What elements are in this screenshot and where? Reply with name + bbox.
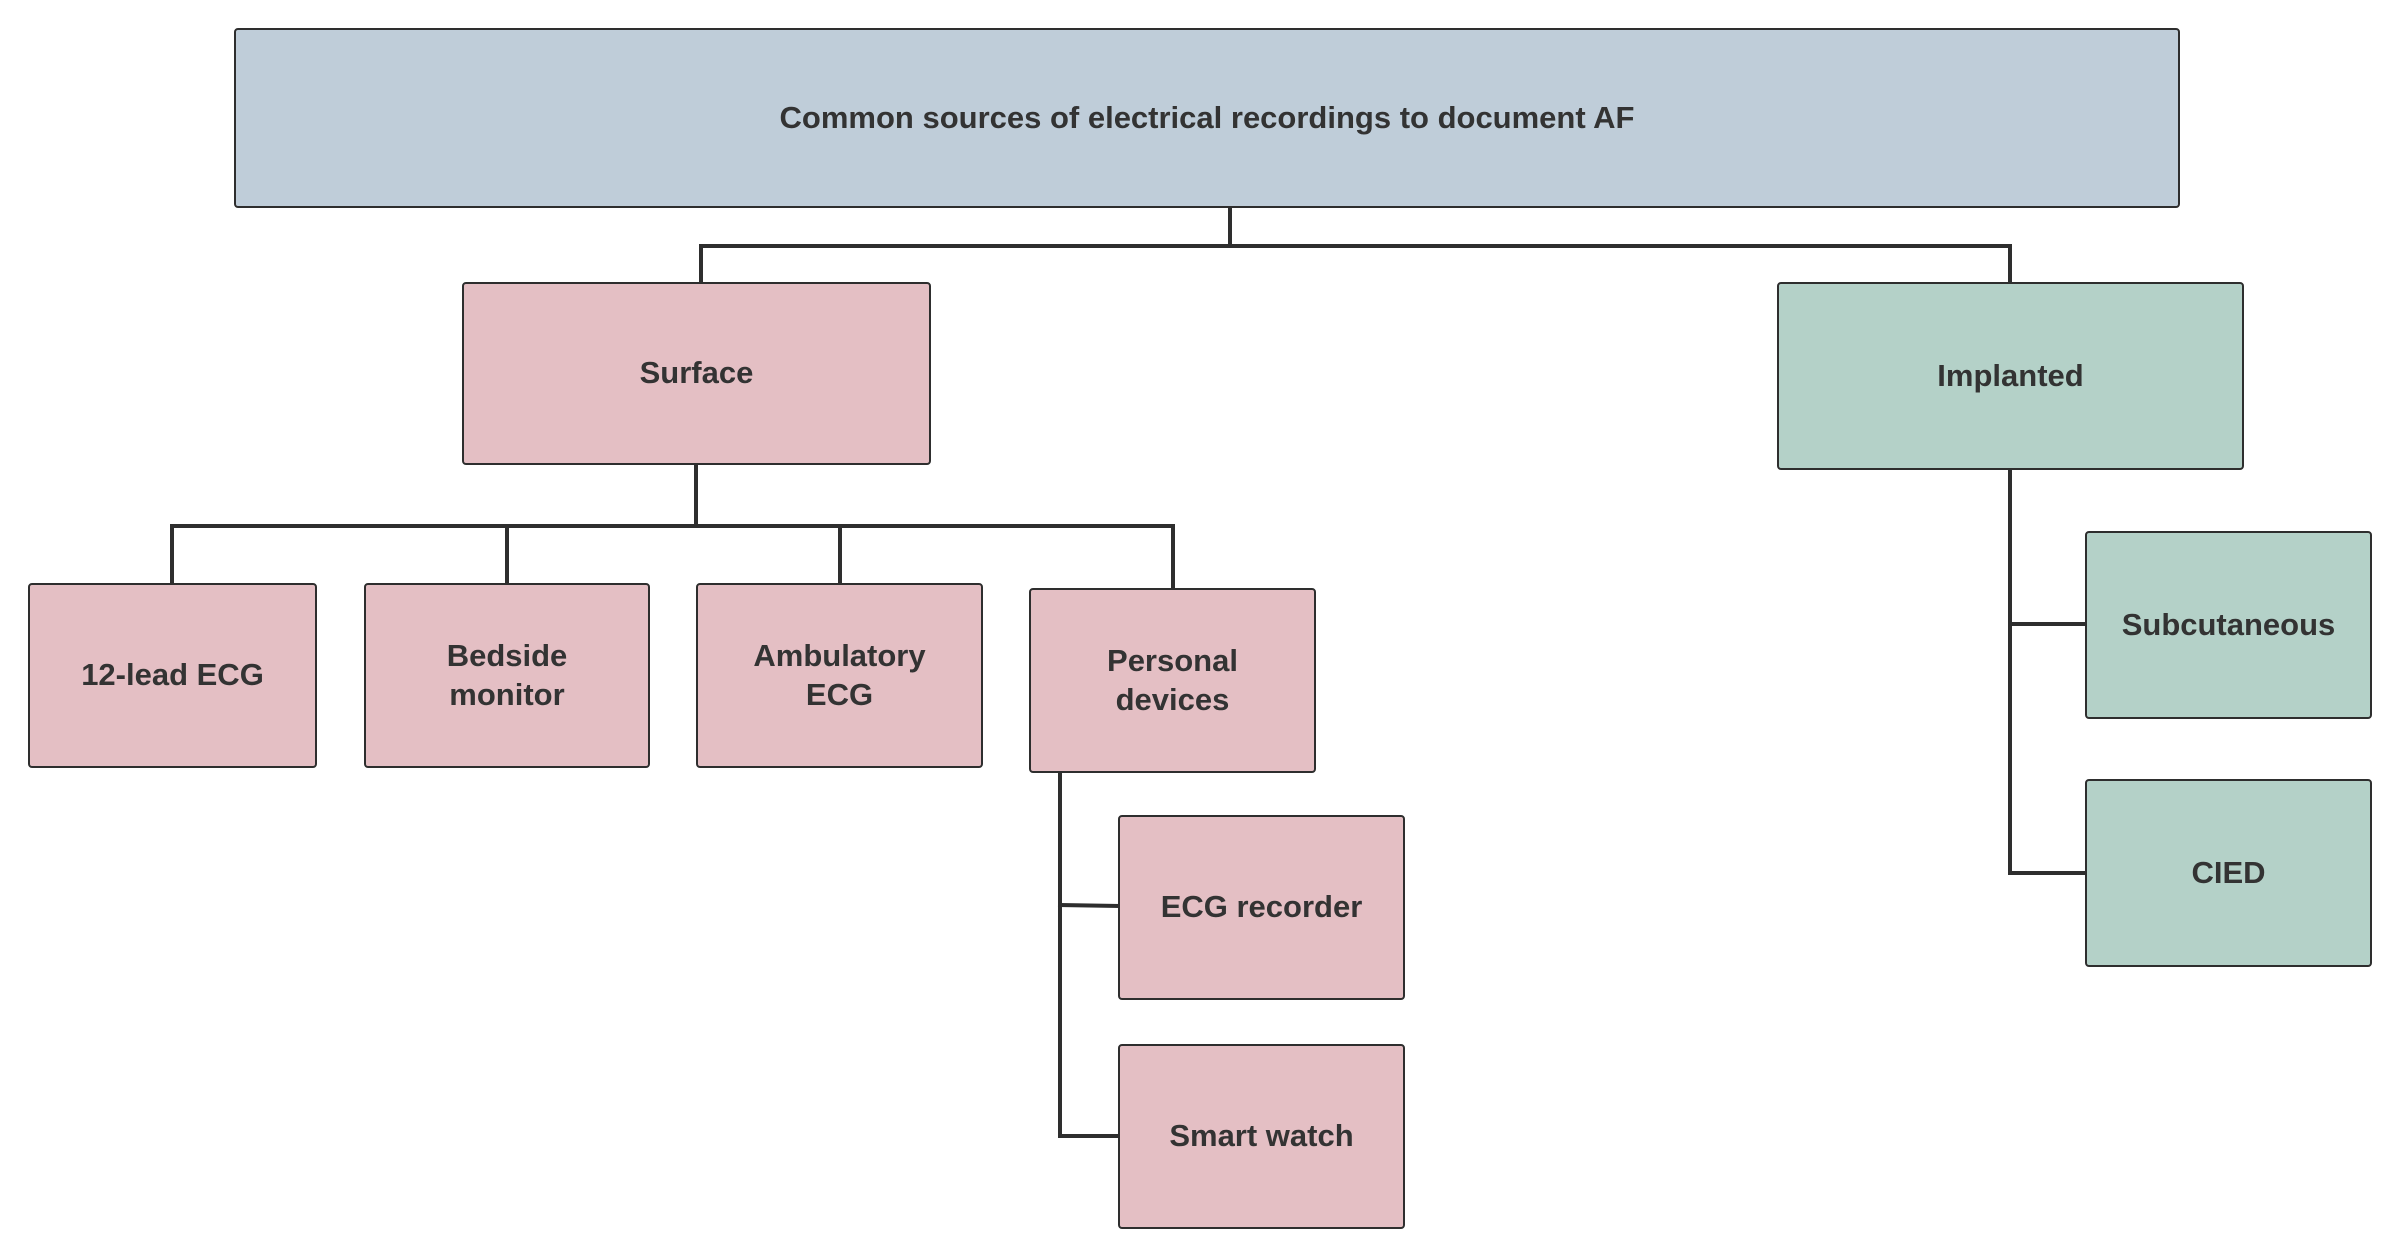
twelve-lead-ecg-node: 12-lead ECG (28, 583, 317, 768)
ambulatory-ecg-node: Ambulatory ECG (696, 583, 983, 768)
personal-devices-label: Personal devices (1107, 642, 1238, 717)
surface-node-label: Surface (639, 355, 754, 391)
implanted-node: Implanted (1777, 282, 2244, 470)
connector-to-ecg-recorder (1057, 902, 1121, 909)
implanted-node-label: Implanted (1937, 357, 2084, 393)
smart-watch-label: Smart watch (1169, 1118, 1354, 1154)
cied-label: CIED (2191, 854, 2266, 890)
bedside-monitor-label: Bedside monitor (446, 637, 568, 712)
subcutaneous-node: Subcutaneous (2085, 531, 2372, 719)
personal-devices-node: Personal devices (1029, 588, 1316, 773)
cied-node: CIED (2085, 779, 2372, 967)
root-node: Common sources of electrical recordings … (234, 28, 2180, 208)
subcutaneous-label: Subcutaneous (2121, 606, 2336, 642)
surface-node: Surface (462, 282, 931, 465)
root-node-label: Common sources of electrical recordings … (779, 99, 1635, 135)
ecg-recorder-label: ECG recorder (1160, 889, 1363, 925)
ambulatory-ecg-label: Ambulatory ECG (753, 637, 926, 712)
ecg-recorder-node: ECG recorder (1118, 815, 1405, 1000)
twelve-lead-ecg-label: 12-lead ECG (81, 657, 264, 693)
bedside-monitor-node: Bedside monitor (364, 583, 650, 768)
smart-watch-node: Smart watch (1118, 1044, 1405, 1229)
